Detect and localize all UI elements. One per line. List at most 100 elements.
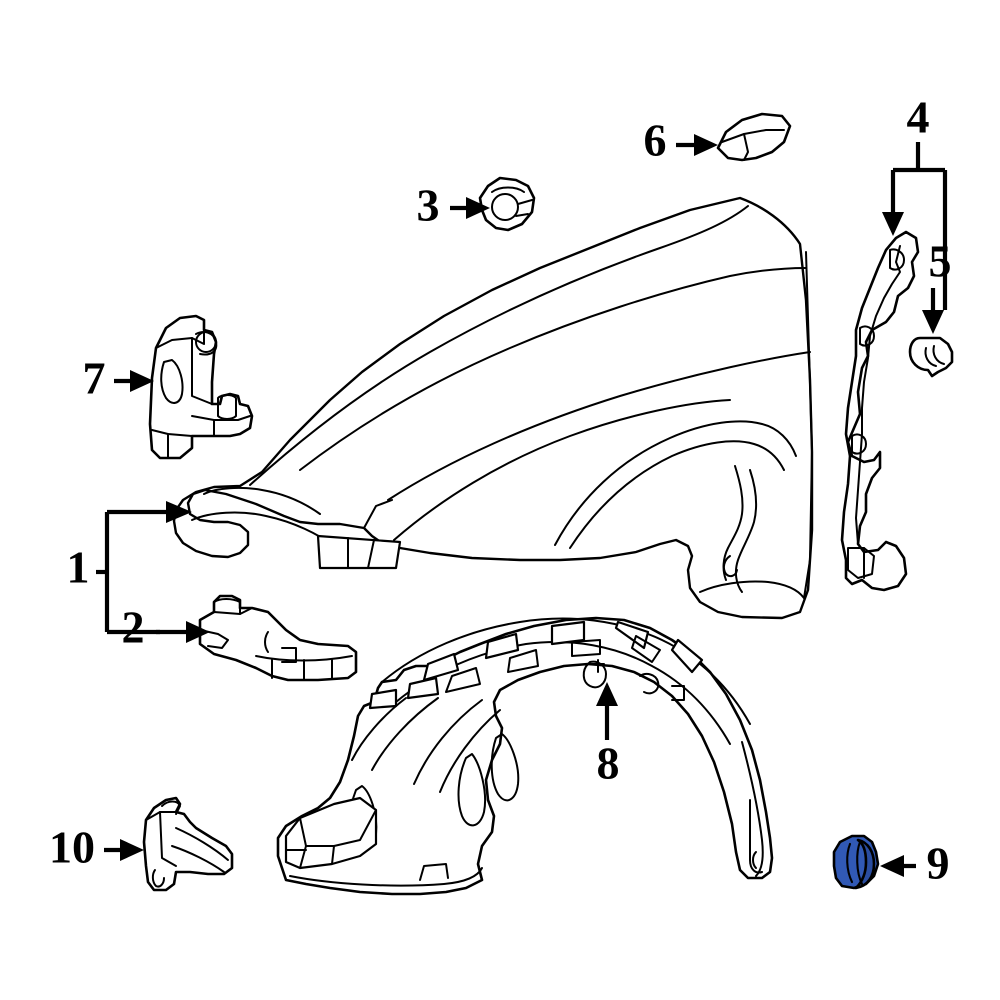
liner-8-arm-inner: [741, 741, 764, 877]
callout-7[interactable]: 7: [83, 353, 155, 404]
retainer-10-foot-hole: [151, 869, 165, 888]
retainer-10-body: [142, 796, 234, 892]
liner-8-rib-d1: [351, 697, 407, 761]
fender-arch-notch: [722, 555, 738, 578]
callout-2-label: 2: [122, 602, 145, 653]
bracket-7-base-top: [191, 415, 251, 421]
bracket-7-stud-side: [195, 331, 218, 356]
callout-6-label: 6: [644, 115, 667, 166]
fender-front-lip-upper: [203, 486, 321, 515]
callout-5-label: 5: [929, 236, 952, 287]
liner-8-pocket-1: [445, 667, 481, 693]
fender-rear-edge: [803, 251, 814, 599]
callout-10-arrowhead: [120, 839, 144, 861]
liner-8-rib-d2: [371, 697, 439, 771]
bracket-2-edge-line: [255, 655, 353, 662]
liner-8-rib-d3: [413, 699, 483, 785]
callout-1-arrowhead: [166, 501, 192, 523]
fender-wheel-arch-outer: [554, 420, 797, 546]
bracket-2-slot: [264, 631, 269, 653]
seal-4-clip-hole-2: [859, 325, 875, 347]
fender-hood-crease: [249, 205, 749, 486]
part-front-fender-liner[interactable]: [276, 616, 774, 896]
fender-lower-flange: [316, 534, 402, 570]
callout-3[interactable]: 3: [417, 180, 491, 231]
bracket-2-hole: [281, 647, 297, 663]
fender-character-line: [387, 351, 811, 501]
seal-4-clip-hole-3: [851, 433, 867, 455]
part-fender-liner-clip[interactable]: [832, 834, 880, 890]
pad-6-top-edge: [721, 129, 785, 143]
nut-3-top-facet: [491, 186, 525, 193]
callout-8[interactable]: 8: [596, 682, 620, 789]
clip-9-groove-2: [856, 840, 864, 886]
liner-8-arch-inner: [381, 617, 751, 725]
clip-5-head: [908, 336, 954, 378]
part-fender-side-seal[interactable]: [840, 230, 920, 592]
callout-4-arrowhead: [882, 212, 904, 236]
seal-4-inner-edge: [855, 245, 901, 545]
liner-8-pocket-3: [571, 639, 601, 657]
liner-8-oval-2: [457, 753, 486, 827]
bracket-7-vert-rib: [191, 337, 213, 405]
seal-4-clip-hole-1: [889, 248, 905, 271]
bracket-7-boss: [217, 394, 237, 420]
liner-8-arm-notch: [752, 851, 757, 869]
callout-1[interactable]: 1: [67, 501, 193, 635]
part-fender-lower-bracket[interactable]: [198, 594, 358, 682]
bracket-7-slot-hole: [160, 359, 184, 404]
part-seal-retainer-clip[interactable]: [908, 336, 954, 378]
fender-wheel-arch-lip: [569, 440, 785, 549]
callout-6[interactable]: 6: [644, 115, 719, 166]
callout-2[interactable]: 2: [122, 602, 211, 653]
fender-arch-return-2: [734, 469, 758, 593]
liner-8-tab-left-2: [406, 676, 440, 700]
liner-8-rib-d4: [439, 709, 501, 793]
callout-6-arrowhead: [694, 134, 718, 156]
part-fender-front-bracket[interactable]: [148, 314, 254, 460]
liner-8-box-edge-2: [331, 845, 335, 865]
callout-5[interactable]: 5: [922, 236, 952, 334]
part-front-fender-panel[interactable]: [172, 196, 814, 620]
liner-8-mount-box: [284, 796, 378, 870]
fender-upper-body-line: [299, 267, 807, 471]
liner-8-arm-slot: [749, 799, 763, 874]
nut-3-edge-2: [515, 213, 529, 217]
liner-8-pocket-4: [631, 635, 661, 663]
clip-9-shade: [854, 838, 876, 890]
callout-9[interactable]: 9: [880, 838, 950, 889]
retainer-10-arm-top: [175, 827, 229, 861]
callout-8-label: 8: [597, 738, 620, 789]
part-fender-liner-retainer[interactable]: [142, 796, 234, 892]
clip-5-shoulder-1: [924, 347, 937, 367]
callout-5-arrowhead: [922, 310, 944, 334]
part-fender-upper-pad[interactable]: [716, 112, 792, 162]
callout-9-label: 9: [927, 838, 950, 889]
callout-7-arrowhead: [130, 370, 154, 392]
fender-arch-lower-inner: [699, 580, 805, 599]
liner-8-tab-5: [670, 638, 704, 674]
callout-9-arrowhead: [880, 855, 904, 877]
pad-6-fold: [743, 133, 749, 161]
liner-8-bottom-flange: [289, 867, 483, 887]
callout-3-label: 3: [417, 180, 440, 231]
clip-5-shoulder-2: [932, 345, 945, 365]
liner-8-pocket-2: [507, 649, 539, 673]
clip-9-groove-1: [846, 842, 854, 884]
liner-8-clip-cross: [591, 659, 605, 673]
bracket-2-notch: [199, 629, 229, 649]
retainer-10-rib: [159, 811, 177, 867]
bracket-7-body: [148, 314, 254, 460]
fender-front-facet: [363, 499, 393, 529]
liner-8-notch-r1: [639, 673, 660, 695]
liner-8-notch-r2: [671, 685, 685, 701]
fender-flange-rib-2: [367, 539, 375, 569]
liner-8-tab-2: [484, 632, 520, 660]
callout-8-arrowhead: [596, 682, 618, 706]
bracket-2-stud-top: [213, 598, 241, 615]
callout-4[interactable]: 4: [882, 92, 948, 310]
callout-10-label: 10: [49, 822, 95, 873]
callout-10[interactable]: 10: [49, 822, 144, 873]
nut-3-edge-1: [517, 199, 533, 205]
